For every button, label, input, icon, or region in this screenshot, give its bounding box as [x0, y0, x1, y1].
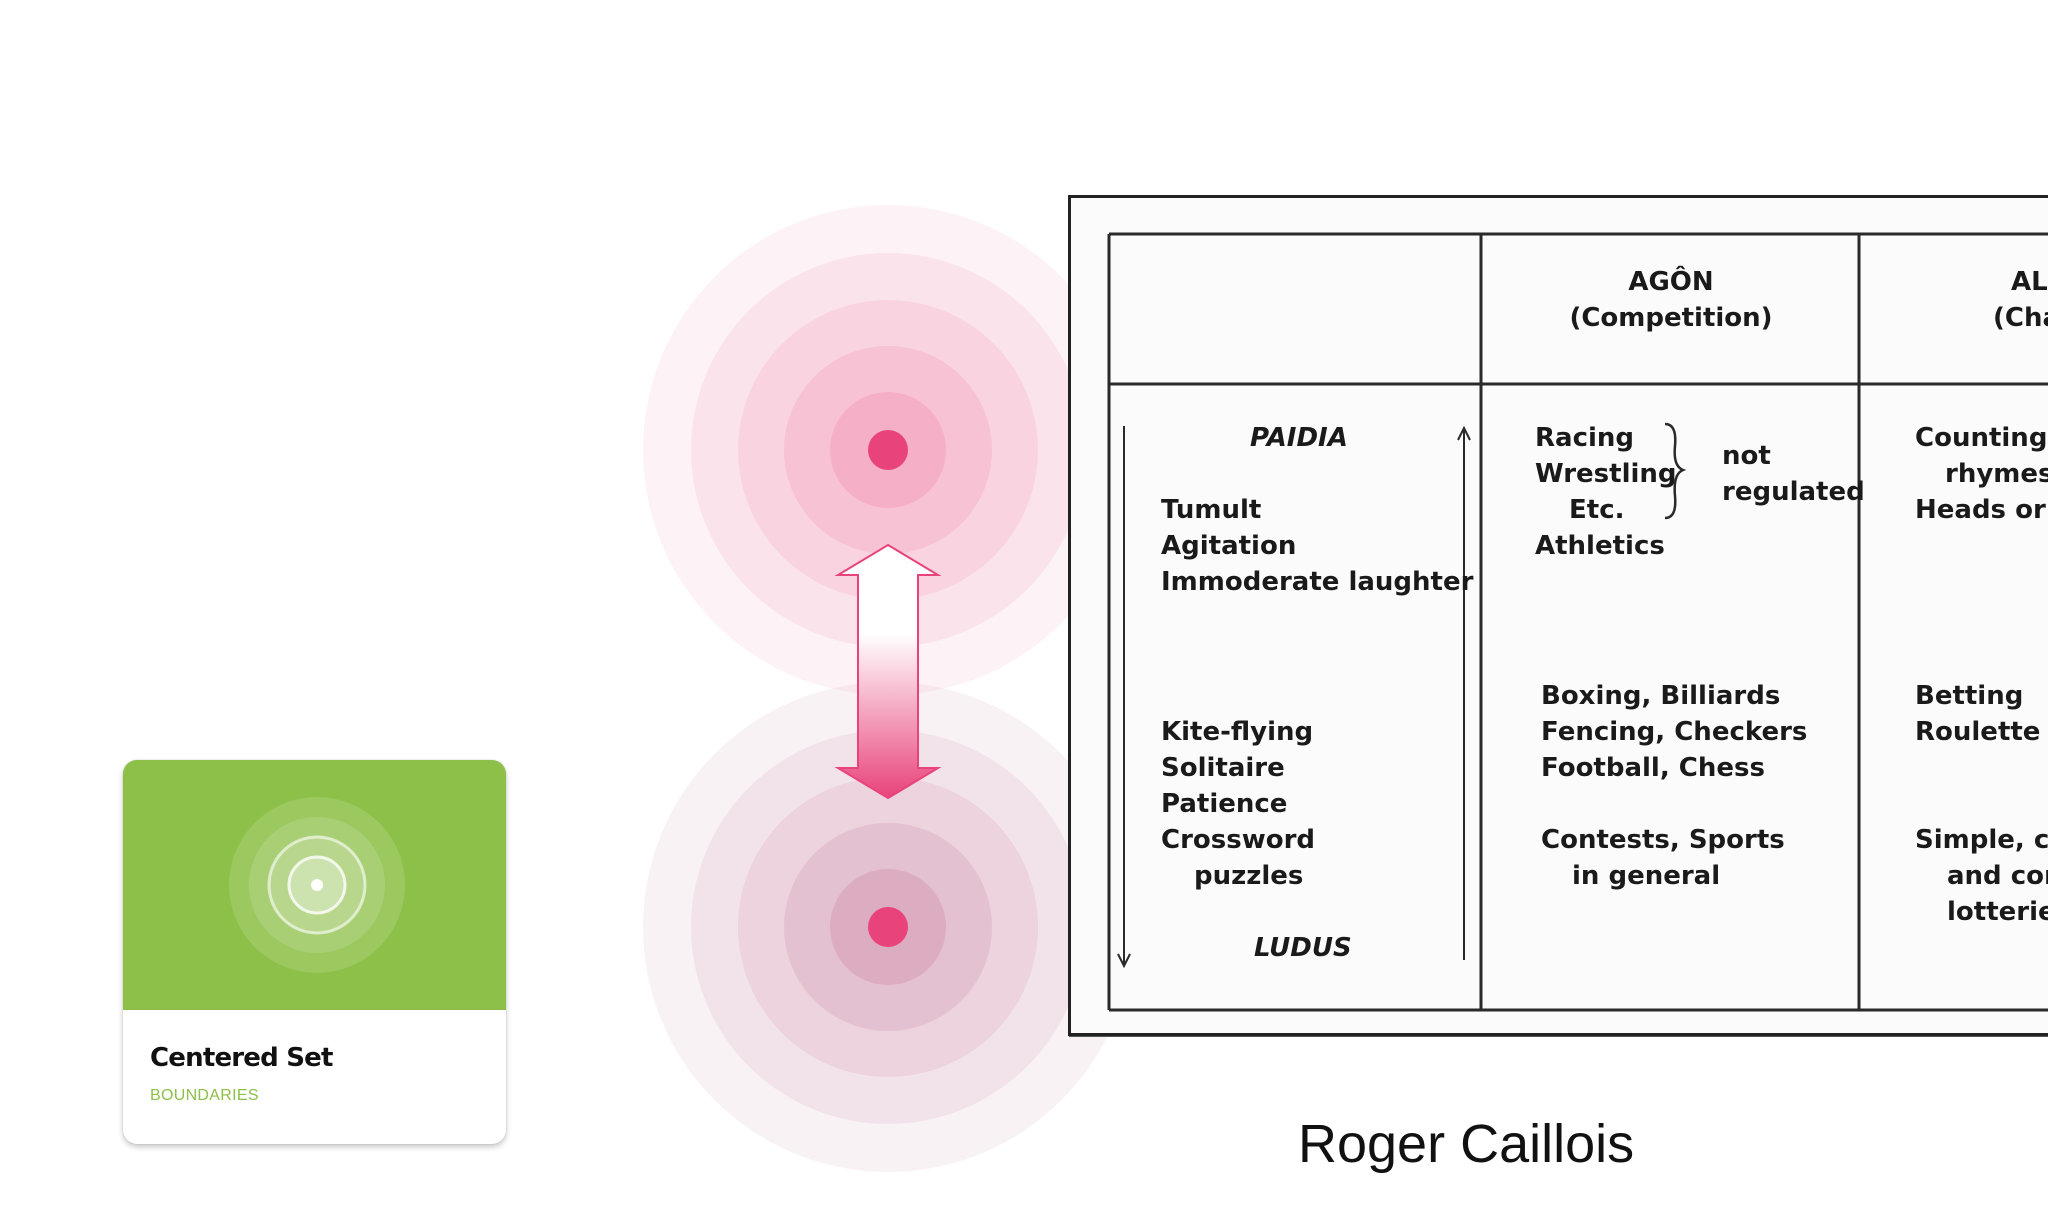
ludus-item: Solitaire	[1161, 753, 1285, 783]
agon-mid-item: Football, Chess	[1541, 753, 1765, 783]
double-arrow-icon	[834, 543, 942, 800]
agon-mid-item: Fencing, Checkers	[1541, 717, 1808, 747]
top-ring-set	[643, 205, 1120, 695]
alea-bottom-item: and con	[1947, 861, 2048, 891]
ludus-item: Kite-flying	[1161, 717, 1314, 747]
agon-group-item: Racing	[1535, 423, 1635, 453]
bottom-ring-set	[643, 682, 1120, 1172]
alea-bottom-item: lotteries	[1947, 897, 2048, 927]
paidia-item: Tumult	[1161, 495, 1262, 525]
alea-top-item: rhymes	[1945, 459, 2048, 489]
agon-bottom-item: in general	[1572, 861, 1721, 891]
ludus-item: Crossword	[1161, 825, 1316, 855]
agon-header-title: AGÔN	[1628, 267, 1714, 297]
card-subtitle: BOUNDARIES	[150, 1087, 259, 1104]
agon-mid-item: Boxing, Billiards	[1541, 681, 1781, 711]
agon-group-note: not	[1722, 441, 1771, 471]
bottom-center-dot	[868, 907, 908, 947]
agon-group-note: regulated	[1722, 477, 1865, 507]
agon-bottom-item: Contests, Sports	[1541, 825, 1785, 855]
caption-author: Roger Caillois	[1298, 1114, 1635, 1174]
top-center-dot	[868, 430, 908, 470]
table-grid-lines	[1107, 232, 2048, 1012]
concentric-circles-icon	[229, 797, 405, 973]
caillois-table-scan: AGÔN (Competition) AL (Cha PAIDIA Tumult…	[1068, 195, 2048, 1036]
ludus-item: Patience	[1161, 789, 1288, 819]
card-title: Centered Set	[150, 1043, 333, 1073]
paidia-item: Agitation	[1161, 531, 1297, 561]
paidia-item: Immoderate laughter	[1161, 567, 1474, 597]
ludus-item: puzzles	[1194, 861, 1304, 891]
alea-mid-item: Roulette	[1915, 717, 2041, 747]
agon-group-item: Etc.	[1569, 495, 1625, 525]
ludus-label: LUDUS	[1254, 933, 1352, 963]
paidia-label: PAIDIA	[1250, 423, 1348, 453]
agon-header-subtitle: (Competition)	[1569, 303, 1773, 333]
agon-group-item: Wrestling	[1535, 459, 1677, 489]
alea-top-item: Counting-o	[1915, 423, 2048, 453]
alea-header-subtitle: (Cha	[1993, 303, 2048, 333]
alea-header-title: AL	[2011, 267, 2048, 297]
agon-athletics: Athletics	[1535, 531, 1665, 561]
centered-set-diagram	[643, 205, 1120, 1172]
card-header	[123, 760, 506, 1010]
alea-bottom-item: Simple, co	[1915, 825, 2048, 855]
alea-top-item: Heads or t	[1915, 495, 2048, 525]
centered-set-card[interactable]: Centered Set BOUNDARIES	[123, 760, 506, 1144]
alea-mid-item: Betting	[1915, 681, 2024, 711]
